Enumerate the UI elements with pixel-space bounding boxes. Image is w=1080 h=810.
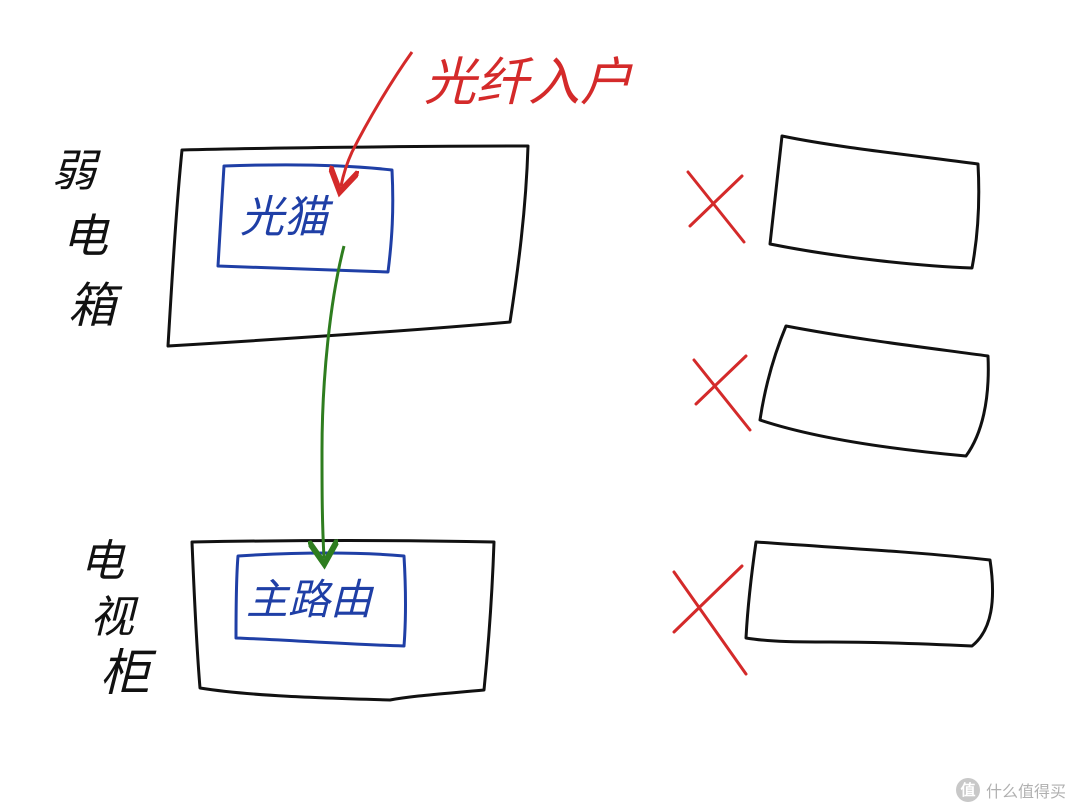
tv-cabinet-char-1: 电 xyxy=(80,536,126,587)
weak-box-label: 弱 电 箱 xyxy=(52,146,123,334)
watermark-logo-icon: 值 xyxy=(955,778,980,802)
weak-box-char-2: 电 xyxy=(62,209,110,263)
cross-mark-1 xyxy=(686,170,746,244)
router-label: 主路由 xyxy=(246,575,375,624)
right-option-3 xyxy=(672,540,995,676)
tv-cabinet-char-2: 视 xyxy=(90,592,139,643)
watermark: 值 什么值得买 xyxy=(955,778,1066,802)
right-option-1 xyxy=(686,134,981,270)
tv-cabinet-outline xyxy=(190,539,496,702)
fiber-entry-label: 光纤入户 xyxy=(424,53,633,113)
modem-to-router-arrow xyxy=(322,245,346,558)
empty-box-1 xyxy=(768,134,981,270)
weak-box-outline xyxy=(166,144,530,348)
watermark-text: 什么值得买 xyxy=(985,782,1066,801)
cross-mark-3 xyxy=(672,564,748,676)
weak-box-char-3: 箱 xyxy=(68,278,123,334)
weak-box-char-1: 弱 xyxy=(52,146,101,197)
cross-mark-2 xyxy=(692,354,752,432)
tv-cabinet-char-3: 柜 xyxy=(100,644,157,702)
router-box-outline xyxy=(234,551,407,648)
empty-box-3 xyxy=(744,540,995,648)
tv-cabinet-label: 电 视 柜 xyxy=(80,536,157,702)
empty-box-2 xyxy=(758,324,990,458)
right-option-2 xyxy=(692,324,990,458)
modem-label: 光猫 xyxy=(240,192,334,243)
fiber-entry-arrow xyxy=(341,51,414,186)
